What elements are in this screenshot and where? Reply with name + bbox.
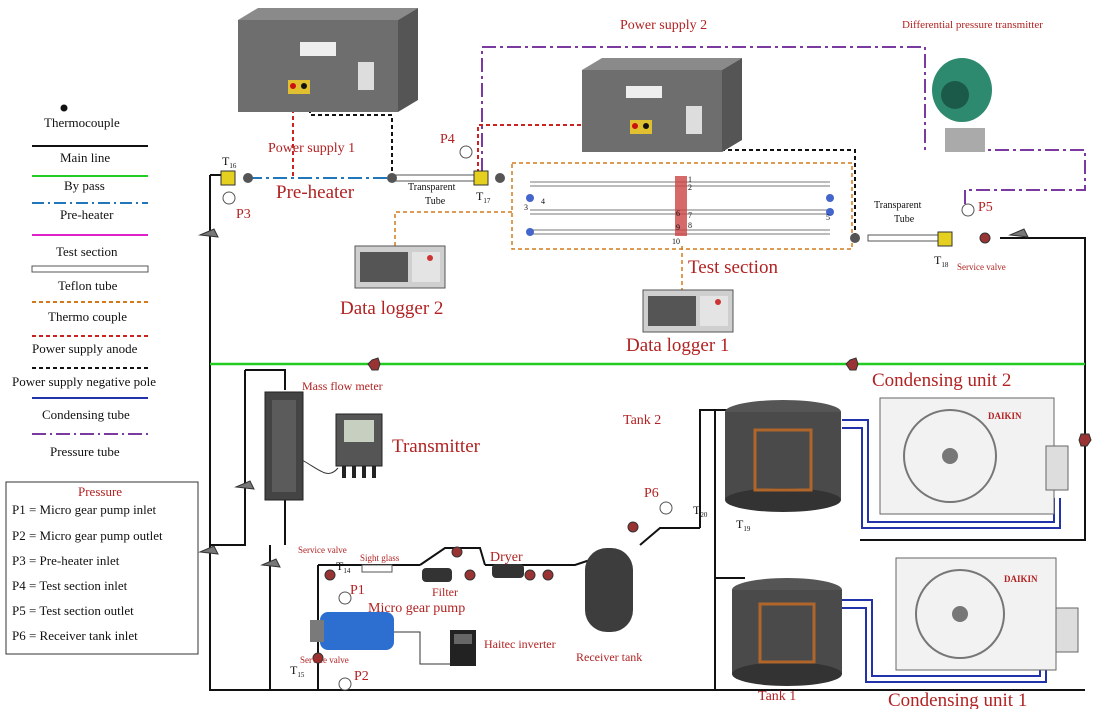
mass-flow-meter-device <box>265 392 303 500</box>
label-service-valve-bottom: Service valve <box>300 655 349 665</box>
label-power-supply-2: Power supply 2 <box>620 18 707 33</box>
label-p3: P3 <box>236 207 251 222</box>
haitec-inverter-device <box>394 630 476 666</box>
label-service-valve-mid: Service valve <box>298 545 347 555</box>
pressure-p2: P2 = Micro gear pump outlet <box>12 528 163 543</box>
label-p1: P1 <box>350 583 365 598</box>
label-test-section: Test section <box>688 257 778 278</box>
label-transparent-tube-1: Transparent <box>408 182 456 193</box>
thermocouple-legend-icon <box>61 105 68 112</box>
power-supply-2-box <box>582 58 742 152</box>
legend-test-section: Test section <box>56 244 118 259</box>
legend-pre-heater: Pre-heater <box>60 207 114 222</box>
ts-point-9: 9 <box>676 223 680 232</box>
legend-power-supply-anode: Power supply anode <box>32 341 138 356</box>
data-logger-2-device <box>355 246 445 288</box>
condensing-unit-2-device <box>880 398 1068 514</box>
label-service-valve-top: Service valve <box>957 262 1006 272</box>
label-p6: P6 <box>644 486 659 501</box>
legend-condensing-tube: Condensing tube <box>42 407 130 422</box>
test-section-tubes <box>512 163 852 249</box>
label-differential-pressure-transmitter: Differential pressure transmitter <box>902 19 1043 31</box>
label-tube-1: Tube <box>425 196 446 207</box>
pressure-box: Pressure P1 = Micro gear pump inlet P2 =… <box>6 482 198 654</box>
power-supply-1-box <box>238 8 418 112</box>
label-dryer: Dryer <box>490 550 523 565</box>
svg-text:T19: T19 <box>736 517 751 533</box>
label-p4: P4 <box>440 132 455 147</box>
label-data-logger-2: Data logger 2 <box>340 298 443 319</box>
label-condensing-unit-2: Condensing unit 2 <box>872 370 1011 391</box>
filter-device <box>422 568 452 582</box>
legend: Thermocouple Main line By pass Pre-heate… <box>12 105 156 460</box>
legend-thermocouple: Thermocouple <box>44 115 120 130</box>
label-haitec-inverter: Haitec inverter <box>484 637 556 651</box>
sight-glass-device <box>362 565 392 572</box>
ts-point-7: 7 <box>688 211 692 220</box>
label-mass-flow-meter: Mass flow meter <box>302 379 383 393</box>
svg-text:T16: T16 <box>222 154 237 170</box>
legend-teflon-tube: Teflon tube <box>58 278 118 293</box>
label-sight-glass: Sight glass <box>360 553 400 563</box>
pressure-p3: P3 = Pre-heater inlet <box>12 553 120 568</box>
differential-pressure-transmitter-device <box>932 58 992 152</box>
label-power-supply-1: Power supply 1 <box>268 141 355 156</box>
condensing-unit-1-device <box>896 558 1078 670</box>
ts-point-3: 3 <box>524 203 528 212</box>
ts-point-2: 2 <box>688 183 692 192</box>
label-p5: P5 <box>978 200 993 215</box>
label-t17-sub: 17 <box>483 197 491 205</box>
label-p2: P2 <box>354 669 369 684</box>
label-filter: Filter <box>432 585 458 599</box>
ts-point-4: 4 <box>541 197 545 206</box>
ts-point-10: 10 <box>672 237 680 246</box>
svg-text:T15: T15 <box>290 663 305 679</box>
transparent-tube-2 <box>868 235 938 241</box>
svg-text:T18: T18 <box>934 253 949 269</box>
legend-thermo-couple: Thermo couple <box>48 309 127 324</box>
label-t18-sub: 18 <box>941 261 949 269</box>
micro-gear-pump-device <box>310 612 394 650</box>
pressure-p1: P1 = Micro gear pump inlet <box>12 502 157 517</box>
transparent-tube-1 <box>395 175 480 181</box>
legend-by-pass: By pass <box>64 178 105 193</box>
data-logger-1-device <box>643 290 733 332</box>
label-data-logger-1: Data logger 1 <box>626 335 729 356</box>
label-t14-sub: 14 <box>343 567 351 575</box>
label-t15-sub: 15 <box>297 671 305 679</box>
ts-point-6: 6 <box>676 209 680 218</box>
svg-text:T14: T14 <box>336 559 351 575</box>
tank-2-device <box>725 400 841 512</box>
label-transparent-tube-2: Transparent <box>874 200 922 211</box>
label-t20-sub: 20 <box>700 511 708 519</box>
legend-main-line: Main line <box>60 150 110 165</box>
pressure-p4: P4 = Test section inlet <box>12 578 128 593</box>
legend-power-supply-negative-pole: Power supply negative pole <box>12 374 156 389</box>
label-daikin-1: DAIKIN <box>1004 574 1038 584</box>
label-tank-2: Tank 2 <box>623 413 661 428</box>
tank-1-device <box>732 578 842 686</box>
dryer-device <box>492 564 524 578</box>
label-t16-sub: 16 <box>229 162 237 170</box>
label-t19-sub: 19 <box>743 525 751 533</box>
pressure-p6: P6 = Receiver tank inlet <box>12 628 138 643</box>
legend-pressure-tube: Pressure tube <box>50 444 120 459</box>
label-tank-1: Tank 1 <box>758 689 796 704</box>
receiver-tank-device <box>585 548 633 632</box>
label-tube-2: Tube <box>894 214 915 225</box>
pressure-box-title: Pressure <box>78 484 122 499</box>
label-condensing-unit-1: Condensing unit 1 <box>888 690 1027 709</box>
label-micro-gear-pump: Micro gear pump <box>368 601 465 616</box>
legend-teflon-swatch <box>32 266 148 272</box>
transmitter-device <box>302 414 382 478</box>
label-receiver-tank: Receiver tank <box>576 650 642 664</box>
label-transmitter: Transmitter <box>392 436 481 457</box>
label-daikin-2: DAIKIN <box>988 411 1022 421</box>
svg-text:T17: T17 <box>476 189 491 205</box>
ts-point-8: 8 <box>688 221 692 230</box>
ts-point-5: 5 <box>826 213 830 222</box>
label-pre-heater: Pre-heater <box>276 182 355 203</box>
pressure-p5: P5 = Test section outlet <box>12 603 134 618</box>
